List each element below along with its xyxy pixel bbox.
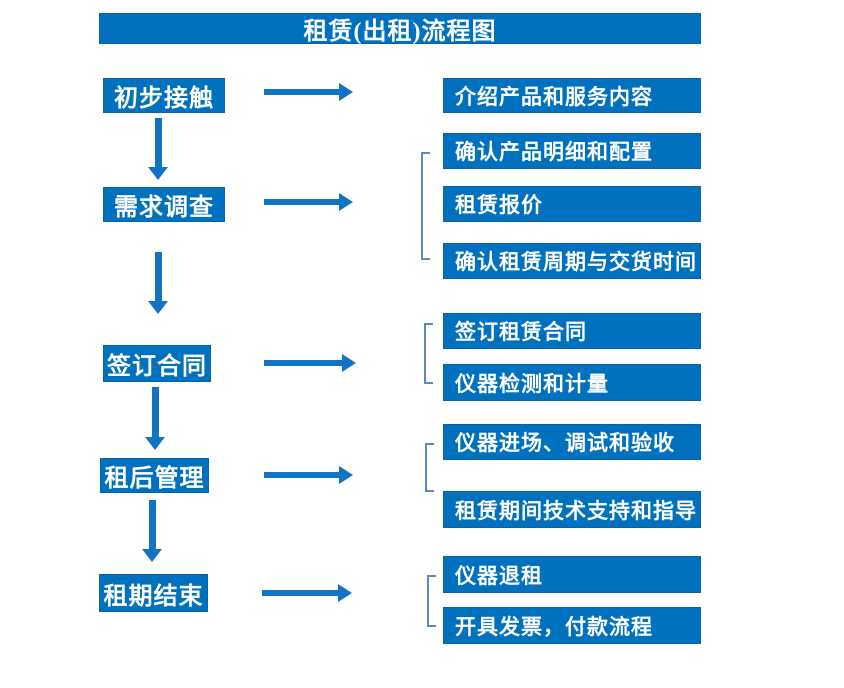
detail-box-rental-quotation: 租赁报价 [443, 186, 701, 222]
group-bracket-step5 [427, 575, 436, 627]
right-arrow-head [338, 584, 352, 602]
right-arrow-head [339, 83, 353, 101]
down-arrow-4 [142, 500, 162, 562]
down-arrow-head [142, 549, 162, 562]
detail-box-sign-rental-contract: 签订租赁合同 [443, 313, 701, 349]
detail-box-confirm-rental-period: 确认租赁周期与交货时间 [443, 243, 701, 279]
right-arrow-shaft [264, 360, 342, 366]
down-arrow-shaft [151, 387, 159, 437]
down-arrow-1 [148, 118, 168, 180]
detail-box-instrument-testing: 仪器检测和计量 [443, 364, 701, 401]
right-arrow-3 [264, 354, 356, 372]
down-arrow-shaft [148, 500, 156, 549]
group-bracket-step3 [424, 323, 433, 384]
group-bracket-step2 [421, 152, 430, 260]
down-arrow-shaft [154, 252, 162, 301]
detail-box-confirm-product-config: 确认产品明细和配置 [443, 133, 701, 169]
down-arrow-3 [145, 387, 165, 450]
step-box-sign-contract: 签订合同 [103, 345, 211, 382]
step-box-rental-end: 租期结束 [99, 574, 208, 612]
group-bracket-step4 [425, 443, 434, 492]
right-arrow-shaft [264, 199, 339, 205]
detail-box-technical-support: 租赁期间技术支持和指导 [443, 491, 701, 528]
down-arrow-head [148, 301, 168, 314]
right-arrow-shaft [264, 472, 339, 478]
right-arrow-shaft [262, 590, 338, 596]
right-arrow-5 [262, 584, 352, 602]
detail-box-introduce-products: 介绍产品和服务内容 [443, 78, 701, 113]
down-arrow-head [145, 437, 165, 450]
step-box-demand-survey: 需求调查 [103, 187, 225, 222]
step-box-initial-contact: 初步接触 [103, 78, 225, 113]
right-arrow-head [339, 193, 353, 211]
detail-box-instrument-return: 仪器退租 [443, 556, 701, 593]
down-arrow-head [148, 167, 168, 180]
right-arrow-4 [264, 466, 353, 484]
right-arrow-head [342, 354, 356, 372]
right-arrow-head [339, 466, 353, 484]
flowchart-title: 租赁(出租)流程图 [99, 13, 701, 45]
right-arrow-1 [264, 83, 353, 101]
down-arrow-2 [148, 252, 168, 314]
right-arrow-2 [264, 193, 353, 211]
step-box-post-rental-management: 租后管理 [100, 458, 209, 493]
right-arrow-shaft [264, 89, 339, 95]
detail-box-instrument-setup: 仪器进场、调试和验收 [443, 424, 701, 460]
detail-box-invoice-payment: 开具发票，付款流程 [443, 607, 701, 644]
down-arrow-shaft [154, 118, 162, 167]
